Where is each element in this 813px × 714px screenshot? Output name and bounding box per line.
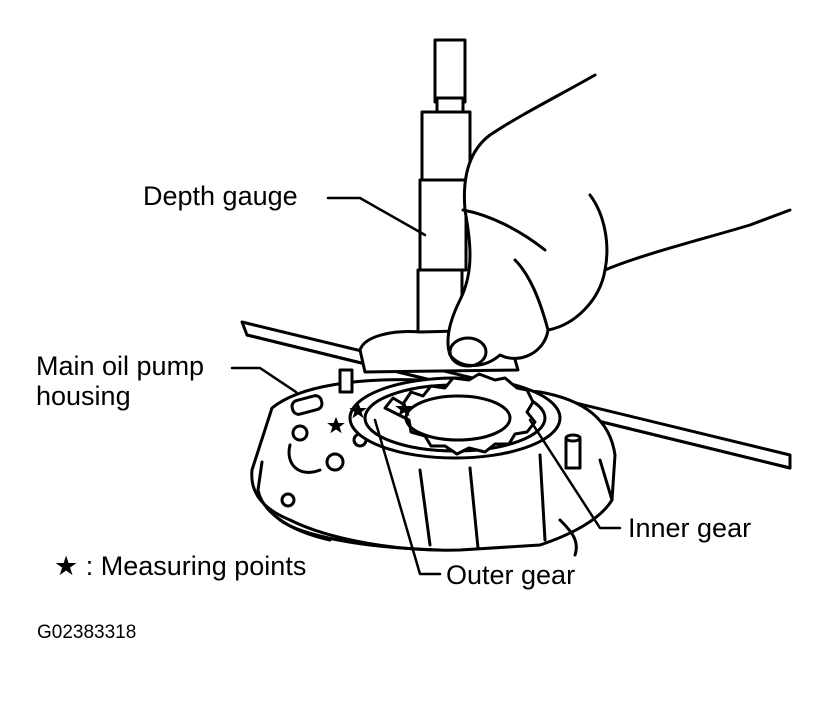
measuring-point-star bbox=[395, 400, 413, 417]
measuring-points-legend: ★ : Measuring points bbox=[54, 551, 307, 581]
depth-gauge-label: Depth gauge bbox=[143, 181, 298, 211]
figure-code: G02383318 bbox=[37, 622, 137, 643]
depth-gauge-leader bbox=[326, 196, 427, 237]
measuring-point-star bbox=[327, 417, 345, 434]
inner-gear-label: Inner gear bbox=[628, 513, 752, 543]
outer-gear-label: Outer gear bbox=[446, 560, 576, 590]
hand-drawing bbox=[446, 73, 792, 368]
inner-gear-drawing bbox=[383, 372, 537, 456]
measuring-point-star bbox=[349, 402, 367, 419]
housing-leader bbox=[230, 366, 298, 394]
outer-gear-leader bbox=[373, 418, 442, 576]
inner-gear-leader bbox=[528, 418, 622, 530]
measuring-point-markers bbox=[327, 400, 413, 434]
leader-lines bbox=[230, 196, 622, 576]
main-oil-pump-housing-label: Main oil pump housing bbox=[36, 351, 205, 411]
